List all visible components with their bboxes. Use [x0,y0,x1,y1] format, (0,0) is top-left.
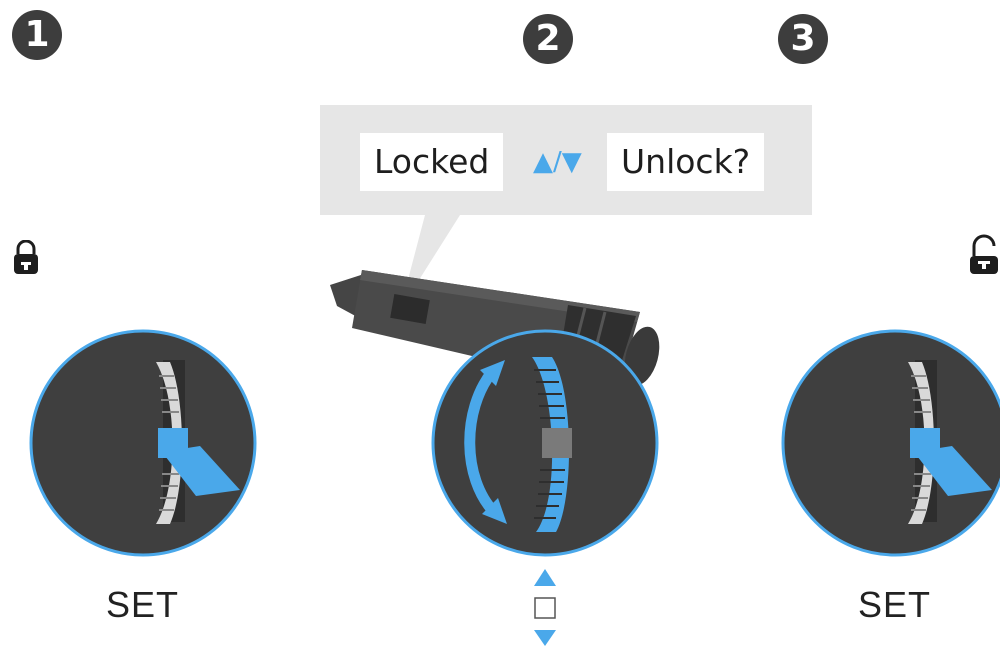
step-number-2: 2 [523,14,573,64]
display-unlock-text: Unlock? [607,133,764,191]
display-up-down-arrows: ▲/▼ [533,133,582,191]
display-locked-text: Locked [360,133,503,191]
up-down-control [530,566,560,646]
down-arrow-icon [534,630,556,646]
set-button-label-right: SET [858,584,931,626]
set-square-icon [535,598,555,618]
up-arrow-icon [534,569,556,586]
lock-open-icon [968,234,1000,276]
zoom-circle-1 [31,331,255,555]
lock-closed-icon [12,240,40,276]
set-button-label-left: SET [106,584,179,626]
step-number-1: 1 [12,10,62,60]
step-number-3: 3 [778,14,828,64]
zoom-circle-3 [783,331,1000,555]
zoom-circle-2 [433,331,657,555]
